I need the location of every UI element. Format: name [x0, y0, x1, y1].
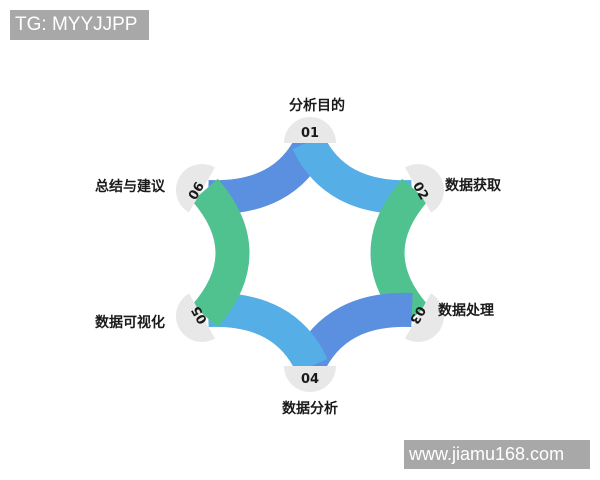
- step-label-01: 分析目的: [289, 98, 345, 114]
- node-04-badge: [284, 366, 336, 392]
- node-03-badge: [405, 293, 444, 342]
- node-04-number: 04: [301, 372, 319, 387]
- step-label-03: 数据处理: [438, 303, 494, 319]
- node-05-badge: [176, 293, 215, 342]
- watermark-top-left: TG: MYYJJPP: [10, 10, 149, 40]
- watermark-bottom-right: www.jiamu168.com: [404, 440, 590, 469]
- step-label-04: 数据分析: [282, 401, 338, 417]
- step-label-02: 数据获取: [445, 178, 501, 194]
- step-label-05: 数据可视化: [95, 315, 165, 331]
- node-02-badge: [405, 164, 444, 213]
- arc-05-06: [191, 178, 250, 328]
- node-01-badge: [284, 117, 336, 143]
- node-06-badge: [176, 164, 215, 213]
- step-label-06: 总结与建议: [95, 179, 165, 195]
- node-01-number: 01: [301, 126, 319, 141]
